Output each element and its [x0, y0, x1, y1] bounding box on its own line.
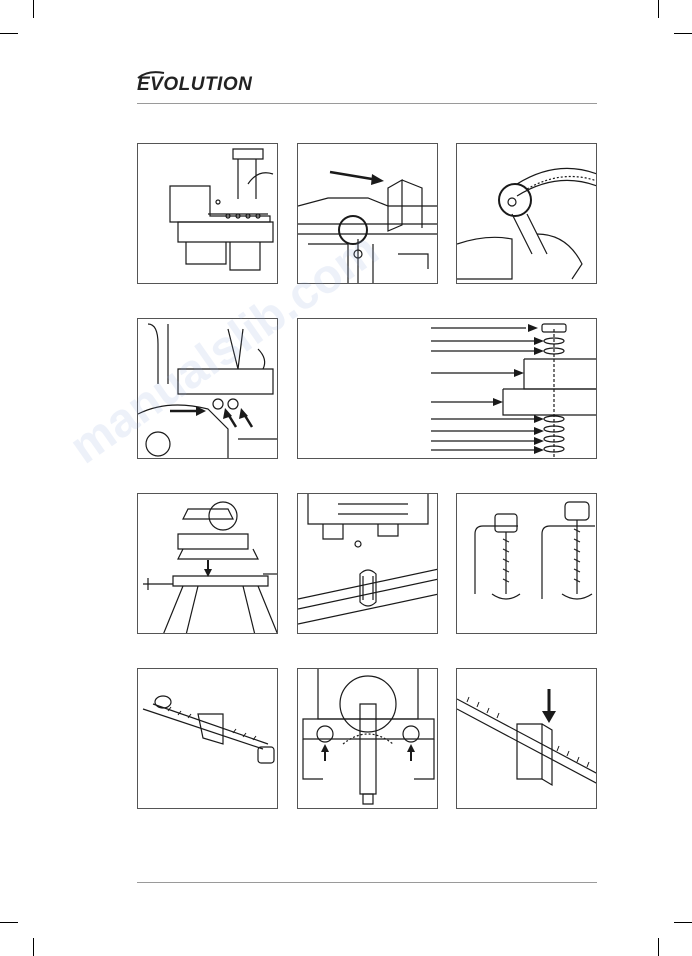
- crop-mark: [33, 938, 34, 956]
- up-arrow-icon: [407, 744, 415, 752]
- figure-extension-support-rod: [137, 668, 278, 809]
- crop-mark: [658, 938, 659, 956]
- handle-lock-detail-drawing: [457, 144, 597, 284]
- crop-mark: [658, 0, 659, 18]
- figure-handle-lock-detail: [456, 143, 597, 284]
- figure-hold-down-clamps: [456, 493, 597, 634]
- right-arrow-icon: [534, 437, 544, 445]
- figure-mitre-saw-side-view: [137, 143, 278, 284]
- down-arrow-icon: [542, 711, 556, 723]
- hold-down-clamps-drawing: [457, 494, 597, 634]
- saw-onto-stand-drawing: [138, 494, 278, 634]
- header-rule: [137, 103, 597, 104]
- crop-mark: [33, 0, 34, 18]
- right-arrow-icon: [493, 398, 503, 406]
- bevel-knobs-arrows-drawing: [138, 319, 278, 459]
- base-underside-view-drawing: [298, 669, 438, 809]
- right-arrow-icon: [534, 347, 544, 355]
- footer-rule: [137, 882, 597, 883]
- fence-arrow-detail-drawing: [298, 144, 438, 284]
- rod-insertion-arrow-drawing: [457, 669, 597, 809]
- right-arrow-icon: [534, 446, 544, 454]
- figure-saw-onto-stand: [137, 493, 278, 634]
- up-arrow-icon: [321, 744, 329, 752]
- right-arrow-icon: [534, 415, 544, 423]
- figure-mounting-bracket-on-board: [297, 493, 438, 634]
- figure-rod-insertion-arrow: [456, 668, 597, 809]
- crop-mark: [0, 922, 18, 923]
- mounting-bracket-on-board-drawing: [298, 494, 438, 634]
- right-arrow-icon: [371, 174, 384, 185]
- figure-bevel-knobs-arrows: [137, 318, 278, 459]
- mitre-saw-side-view-drawing: [138, 144, 278, 284]
- crop-mark: [0, 33, 18, 34]
- right-arrow-icon: [534, 427, 544, 435]
- figure-bolt-assembly-diagram: [297, 318, 597, 459]
- brand-logo: EVOLUTION: [137, 74, 252, 96]
- crop-mark: [674, 33, 692, 34]
- detail-circle-icon: [339, 216, 367, 244]
- figure-fence-arrow-detail: [297, 143, 438, 284]
- figure-base-underside-view: [297, 668, 438, 809]
- bolt-assembly-diagram-drawing: [298, 319, 597, 459]
- right-arrow-icon: [528, 324, 538, 332]
- right-arrow-icon: [514, 369, 524, 377]
- right-arrow-icon: [534, 337, 544, 345]
- crop-mark: [674, 922, 692, 923]
- extension-support-rod-drawing: [138, 669, 278, 809]
